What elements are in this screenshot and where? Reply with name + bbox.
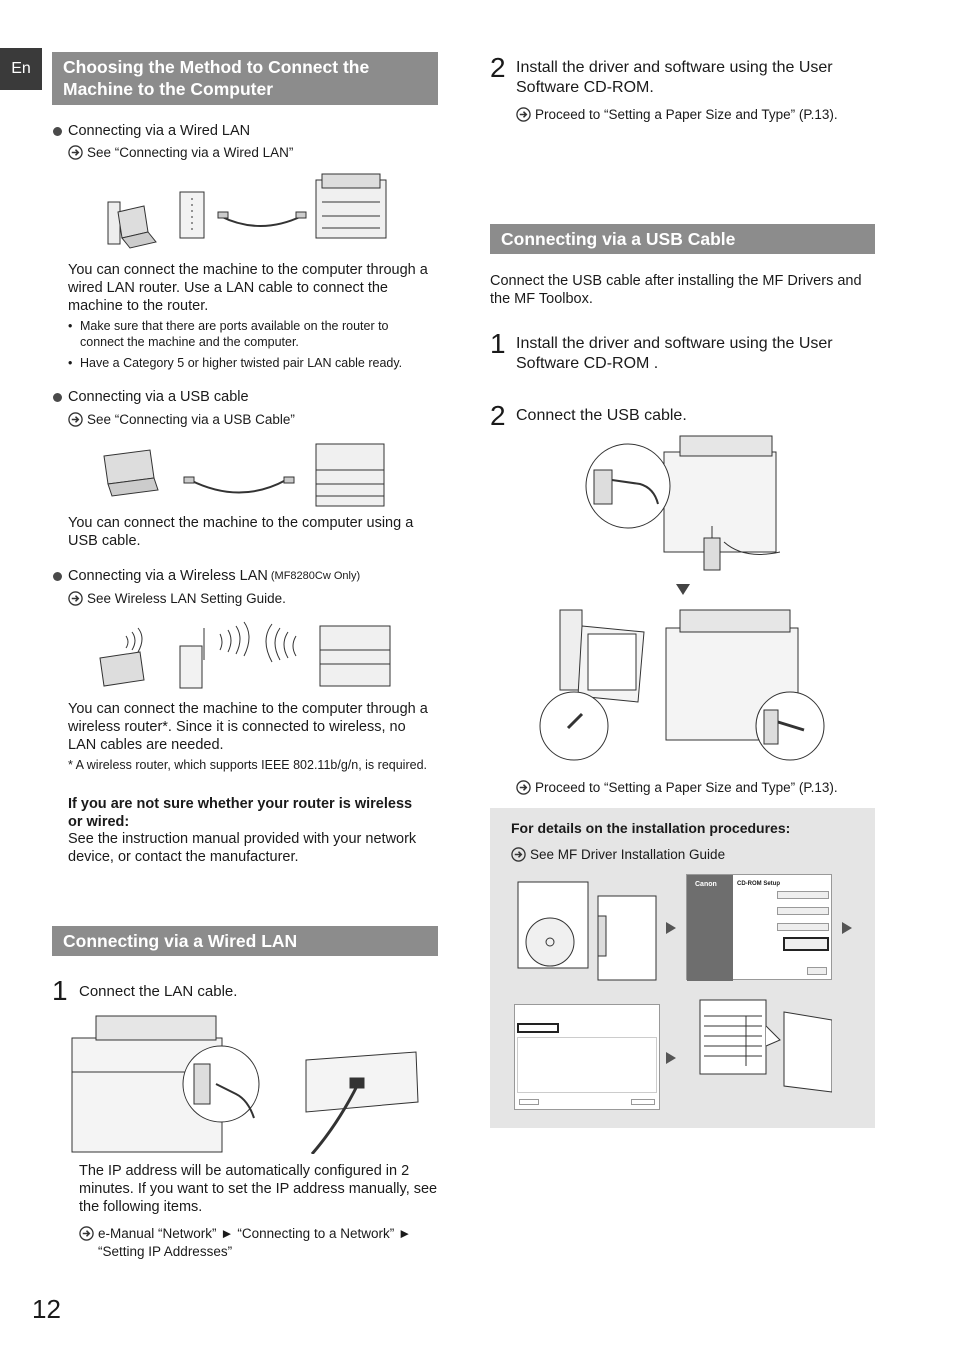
top-step-2-text: Install the driver and software using th…: [516, 59, 833, 96]
bullet-dot-icon: [53, 126, 62, 136]
setup-button-highlighted[interactable]: [783, 937, 829, 951]
bullet-usb-label: Connecting via a USB cable: [68, 389, 249, 405]
wired-lan-illustration: [107, 173, 387, 249]
installer-cancel-button[interactable]: [631, 1099, 655, 1105]
ref-installation-guide: See MF Driver Installation Guide: [511, 846, 725, 864]
setup-button-1[interactable]: [777, 891, 829, 899]
monitor-zoom-illustration: [699, 999, 832, 1093]
arrow-circle-icon: [68, 591, 83, 606]
usb-connect-computer-illustration: [539, 609, 825, 761]
bullet-wired-lan-label: Connecting via a Wired LAN: [68, 123, 251, 139]
triangle-right-icon: [666, 1052, 676, 1064]
bullet-wireless-lan: Connecting via a Wireless LAN (MF8280Cw …: [53, 568, 360, 584]
section-title-choosing-method: Choosing the Method to Connect the Machi…: [52, 52, 438, 105]
wireless-footnote: * A wireless router, which supports IEEE…: [68, 758, 427, 772]
installer-back-button[interactable]: [519, 1099, 539, 1105]
usb-intro: Connect the USB cable after installing t…: [490, 273, 862, 307]
ref-wireless-text: See Wireless LAN Setting Guide.: [87, 591, 286, 606]
bullet-usb-cable: Connecting via a USB cable: [53, 389, 249, 405]
ref-wired-lan: See “Connecting via a Wired LAN”: [68, 144, 293, 162]
bullet-wireless-suffix: (MF8280Cw Only): [270, 570, 361, 582]
ref-top-step-2-text: Proceed to “Setting a Paper Size and Typ…: [535, 107, 838, 122]
arrow-circle-icon: [68, 145, 83, 160]
cd-rom-setup-screen: Canon CD-ROM Setup: [686, 874, 832, 981]
usb-step-2-number: 2: [490, 400, 506, 431]
bullet-wired-lan: Connecting via a Wired LAN: [53, 123, 250, 139]
triangle-right-icon: [666, 922, 676, 934]
wireless-lan-illustration: [99, 621, 391, 689]
triangle-right-icon: [842, 922, 852, 934]
installer-dialog-screen: [514, 1004, 660, 1110]
section-title-wired-lan: Connecting via a Wired LAN: [52, 926, 438, 956]
top-step-2-number: 2: [490, 52, 506, 83]
usb-description: You can connect the machine to the compu…: [68, 515, 414, 549]
wired-note-1: •Make sure that there are ports availabl…: [68, 319, 389, 349]
ref-top-step-2: Proceed to “Setting a Paper Size and Typ…: [516, 106, 838, 124]
unsure-heading: If you are not sure whether your router …: [68, 796, 413, 830]
setup-brand-label: Canon: [695, 881, 717, 888]
arrow-circle-icon: [68, 412, 83, 427]
ref-ip-address-text: e-Manual “Network” ► “Connecting to a Ne…: [98, 1226, 412, 1259]
wired-lan-description: You can connect the machine to the compu…: [68, 262, 428, 314]
setup-button-2[interactable]: [777, 907, 829, 915]
ref-installation-guide-text: See MF Driver Installation Guide: [530, 847, 726, 862]
usb-step-2-text: Connect the USB cable.: [516, 407, 687, 424]
arrow-circle-icon: [79, 1226, 94, 1241]
arrow-circle-icon: [511, 847, 526, 862]
arrow-circle-icon: [516, 107, 531, 122]
wired-step-1-text: Connect the LAN cable.: [79, 983, 238, 1000]
usb-cable-illustration: [103, 443, 385, 507]
details-heading: For details on the installation procedur…: [511, 820, 791, 836]
cd-rom-insert-illustration: [517, 881, 657, 981]
ref-usb-cable: See “Connecting via a USB Cable”: [68, 411, 295, 429]
installation-details-box: For details on the installation procedur…: [490, 808, 875, 1128]
ref-wired-lan-text: See “Connecting via a Wired LAN”: [87, 145, 294, 160]
ip-address-description: The IP address will be automatically con…: [79, 1163, 438, 1215]
triangle-down-icon: [676, 584, 690, 595]
usb-step-1-text: Install the driver and software using th…: [516, 335, 833, 372]
setup-exit-button[interactable]: [807, 967, 827, 975]
unsure-body: See the instruction manual provided with…: [68, 831, 417, 865]
ref-usb-text: See “Connecting via a USB Cable”: [87, 412, 295, 427]
ref-usb-proceed-text: Proceed to “Setting a Paper Size and Typ…: [535, 780, 838, 795]
usb-connect-printer-illustration: [585, 435, 780, 571]
bullet-dot-icon: [53, 392, 62, 402]
section-title-usb-cable: Connecting via a USB Cable: [490, 224, 875, 254]
arrow-circle-icon: [516, 780, 531, 795]
ref-wireless-lan: See Wireless LAN Setting Guide.: [68, 590, 286, 608]
bullet-wireless-label: Connecting via a Wireless LAN: [68, 568, 268, 584]
wireless-description: You can connect the machine to the compu…: [68, 701, 428, 753]
language-tab: En: [0, 48, 42, 90]
ref-ip-address: e-Manual “Network” ► “Connecting to a Ne…: [79, 1225, 419, 1261]
ref-usb-proceed: Proceed to “Setting a Paper Size and Typ…: [516, 779, 838, 797]
bullet-dot-icon: [53, 571, 62, 581]
wired-lan-connection-illustration: [71, 1015, 419, 1154]
installer-highlight-option[interactable]: [517, 1023, 559, 1033]
page-number: 12: [32, 1294, 61, 1324]
setup-title-label: CD-ROM Setup: [737, 881, 780, 887]
wired-note-2: •Have a Category 5 or higher twisted pai…: [68, 356, 403, 370]
setup-button-3[interactable]: [777, 923, 829, 931]
usb-step-1-number: 1: [490, 328, 506, 359]
wired-step-1-number: 1: [52, 975, 68, 1006]
